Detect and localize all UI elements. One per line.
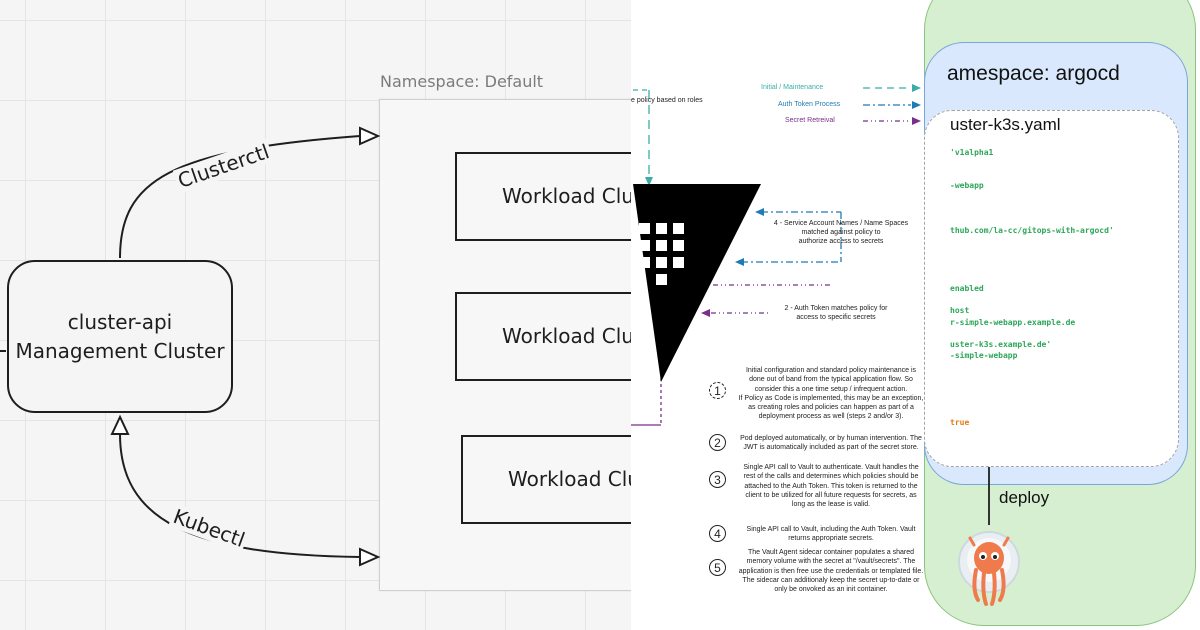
argo-mascot-graphics [958, 531, 1020, 606]
yaml-file-box [924, 110, 1179, 467]
workload-cluster-box-2: Workload Clu [455, 292, 655, 381]
kubectl-arrowhead [359, 547, 381, 567]
yaml-file-title: uster-k3s.yaml [950, 115, 1061, 134]
code-line: host [950, 306, 970, 315]
step-3-text: Single API call to Vault to authenticate… [743, 464, 919, 509]
code-line: true [950, 418, 970, 427]
argocd-panel: amespace: argocd uster-k3s.yaml 'v1alpha… [924, 0, 1200, 630]
namespace-default-label: Namespace: Default [380, 72, 544, 91]
workload-cluster-label-3: Workload Clu [508, 467, 640, 491]
code-line: -simple-webapp [950, 351, 1018, 360]
kubectl-start-arrowhead [110, 414, 130, 435]
vault-flow-panel: Initial / Maintenance Auth Token Process… [631, 0, 954, 630]
annotation-step-2: 2 - Auth Token matches policy for access… [784, 305, 888, 321]
management-cluster-box: cluster-api Management Cluster [7, 260, 233, 413]
workload-cluster-box-3: Workload Clu [461, 435, 661, 524]
management-cluster-line2: Management Cluster [15, 338, 225, 363]
code-line: enabled [950, 284, 984, 293]
clusterctl-arrowhead [359, 126, 381, 146]
management-cluster-line1: cluster-api [67, 309, 173, 334]
step-1-number: 1 [709, 382, 726, 399]
namespace-argocd-title: amespace: argocd [947, 62, 1120, 85]
policy-roles-fragment: e policy based on roles [631, 97, 703, 104]
code-line: 'v1alpha1 [950, 148, 994, 157]
legend-initial-maintenance: Initial / Maintenance [761, 84, 824, 91]
vault-logo-icon [633, 184, 761, 382]
code-line: uster-k3s.example.de' [950, 340, 1052, 349]
step-4-number: 4 [709, 525, 726, 542]
step-5-text: The Vault Agent sidecar container popula… [738, 549, 924, 594]
argo-octopus-icon [958, 531, 1020, 606]
deploy-label: deploy [999, 488, 1050, 507]
code-line: r-simple-webapp.example.de [950, 318, 1076, 327]
deploy-connector [988, 467, 990, 525]
legend-secret-retreival: Secret Retreival [785, 117, 835, 124]
step-3-number: 3 [709, 471, 726, 488]
cluster-api-whiteboard-panel: Namespace: Default Workload Clu Workload… [0, 0, 681, 630]
code-line: thub.com/la-cc/gitops-with-argocd' [950, 226, 1114, 235]
workload-cluster-label-2: Workload Clu [502, 324, 634, 348]
clusterctl-connector [119, 135, 361, 259]
workload-cluster-box-1: Workload Clu [455, 152, 655, 241]
step-2-text: Pod deployed automatically, or by human … [740, 435, 922, 452]
step-5-number: 5 [709, 559, 726, 576]
legend-auth-token-process: Auth Token Process [778, 101, 841, 108]
code-line: -webapp [950, 181, 984, 190]
annotation-step-4: 4 - Service Account Names / Name Spaces … [773, 220, 909, 245]
workload-cluster-label-1: Workload Clu [502, 184, 634, 208]
step-2-number: 2 [709, 434, 726, 451]
vault-flow-graphics [631, 84, 921, 426]
step-1-text: Initial configuration and standard polic… [738, 367, 924, 421]
step-4-text: Single API call to Vault, including the … [746, 526, 916, 543]
